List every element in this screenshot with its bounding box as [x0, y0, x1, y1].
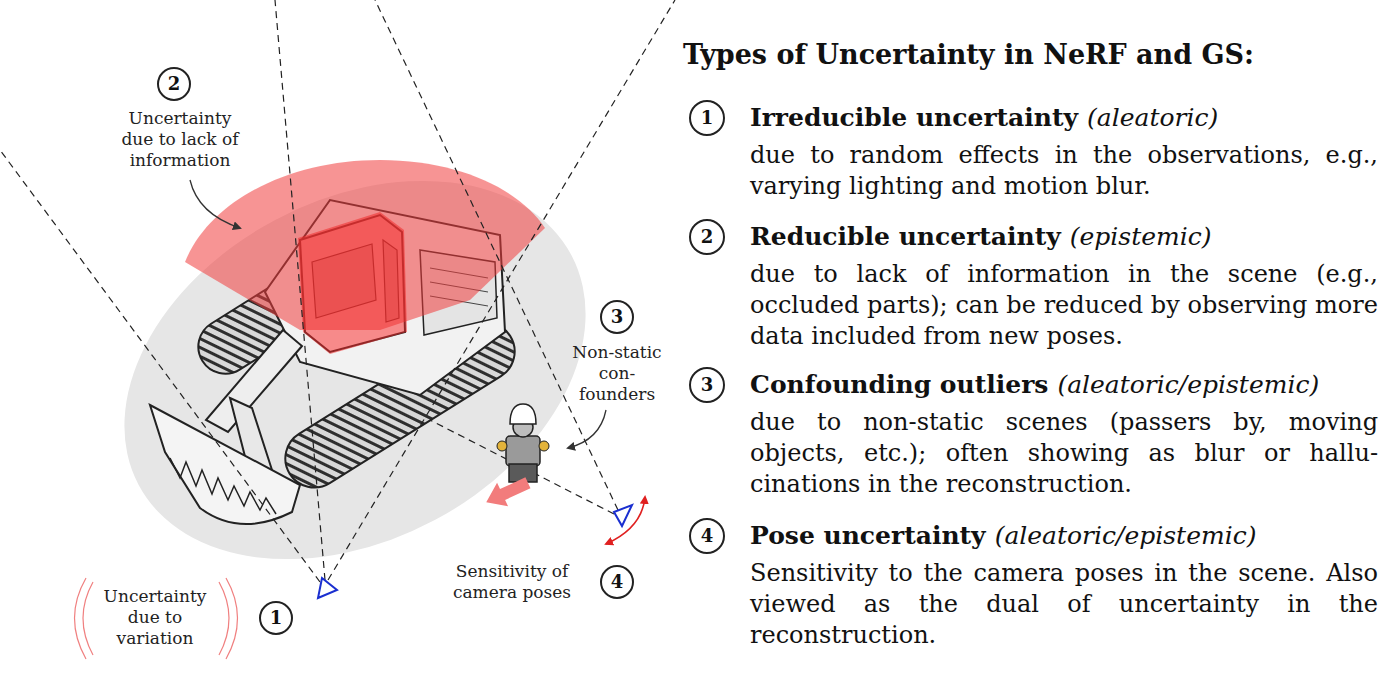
- callout-number: 1: [270, 608, 283, 628]
- diagram-title: Types of Uncertainty in NeRF and GS:: [683, 38, 1254, 72]
- type-description: due to lack of information in the scene …: [750, 259, 1378, 352]
- callout-number: 4: [611, 572, 624, 592]
- type-heading: Reducible uncertainty: [750, 221, 1061, 253]
- person-helmet: [510, 404, 536, 424]
- callout-circle: 2: [689, 219, 725, 255]
- camera-icon: [614, 505, 632, 526]
- callout-label: Uncertainty due to lack of information: [112, 108, 248, 171]
- callout-circle: 4: [689, 518, 725, 554]
- callout-number: 4: [701, 526, 714, 546]
- callout-number: 1: [701, 108, 714, 128]
- callout-number: 3: [611, 307, 624, 327]
- person-hand: [497, 441, 507, 451]
- bucket: [150, 405, 300, 524]
- bracket-arc: [83, 582, 93, 655]
- callout-number: 2: [168, 74, 181, 94]
- type-tag: (aleatoric): [1087, 102, 1218, 134]
- type-tag: (epistemic): [1070, 221, 1212, 253]
- callout-label: Sensitivity of camera poses: [442, 561, 582, 603]
- camera-ray: [375, 0, 618, 510]
- type-tag: (aleatoric/epistemic): [1057, 369, 1319, 401]
- motion-arrow: [481, 471, 534, 514]
- type-heading: Pose uncertainty: [750, 520, 986, 552]
- passer-by: [497, 404, 549, 482]
- type-heading: Confounding outliers: [750, 369, 1048, 401]
- pose-jitter-arrow: [606, 497, 645, 544]
- callout-circle: 4: [600, 565, 634, 599]
- bracket-arc: [226, 578, 238, 659]
- callout-circle: 3: [689, 367, 725, 403]
- uncertain-region-core: [298, 212, 407, 354]
- callout-label: Non-static con- founders: [567, 342, 667, 405]
- camera-ray: [275, 0, 325, 580]
- type-description: due to random effects in the observation…: [750, 140, 1378, 202]
- person-hand: [539, 441, 549, 451]
- camera-ray: [0, 150, 320, 582]
- type-description: Sensitivity to the camera poses in the s…: [750, 558, 1378, 651]
- bracket-arc: [219, 582, 229, 655]
- bracket-arc: [75, 578, 87, 659]
- camera-ray: [328, 0, 675, 580]
- motion-arrow-shape: [481, 471, 534, 514]
- callout-circle: 1: [689, 100, 725, 136]
- leader-arrow: [190, 180, 240, 228]
- person-body: [506, 436, 540, 466]
- callout-circle: 3: [600, 300, 634, 334]
- variation-brackets: [75, 578, 238, 659]
- callout-circle: 2: [157, 67, 191, 101]
- camera-icon: [318, 578, 337, 598]
- callout-number: 2: [701, 227, 714, 247]
- type-heading: Irreducible uncertainty: [750, 102, 1078, 134]
- type-tag: (aleatoric/epistemic): [995, 520, 1257, 552]
- callout-label: Uncertainty due to variation: [96, 586, 214, 649]
- camera-rays: [0, 0, 675, 582]
- scene-ground: [59, 105, 651, 635]
- callout-number: 3: [701, 375, 714, 395]
- type-description: due to non-static scenes (passers by, mo…: [750, 407, 1378, 500]
- leader-arrow: [568, 410, 606, 448]
- callout-circle: 1: [259, 601, 293, 635]
- bucket-teeth: [170, 458, 276, 514]
